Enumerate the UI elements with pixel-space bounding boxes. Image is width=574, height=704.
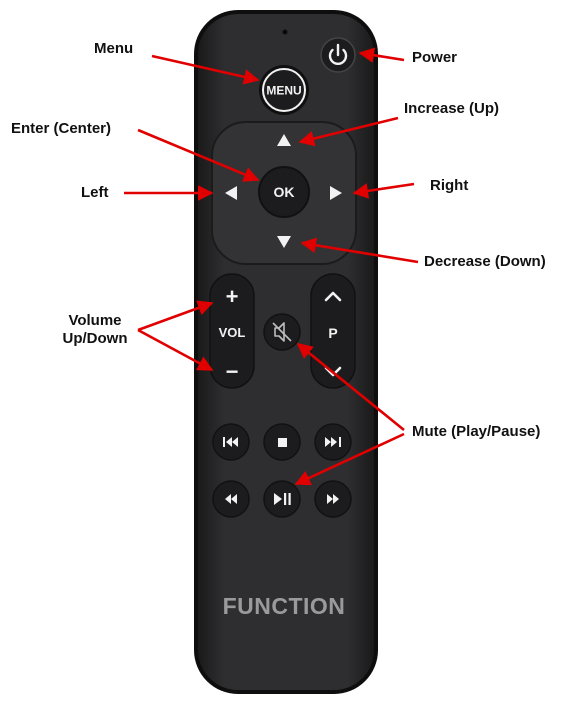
volume-label: VOL xyxy=(219,325,246,340)
up-triangle-icon[interactable] xyxy=(277,134,291,146)
brand-logo: FUNCTION xyxy=(223,593,346,619)
mute-button[interactable] xyxy=(263,313,301,351)
callout-volume-line1: Volume xyxy=(68,312,122,329)
fast-forward-icon xyxy=(327,494,339,504)
next-track-icon xyxy=(325,437,341,447)
arrow-power xyxy=(358,47,405,63)
program-label: P xyxy=(328,325,337,341)
callout-volume-line2: Up/Down xyxy=(62,330,128,347)
rewind-button[interactable] xyxy=(212,480,250,518)
right-triangle-icon[interactable] xyxy=(330,186,342,200)
ok-button-label: OK xyxy=(274,184,295,200)
arrow-play-pause xyxy=(294,432,405,486)
callout-mute-play-pause: Mute (Play/Pause) xyxy=(412,423,541,440)
arrow-mute xyxy=(296,342,405,432)
power-icon xyxy=(328,43,348,65)
callout-left: Left xyxy=(81,184,109,201)
arrow-enter-center xyxy=(137,128,260,182)
mute-icon xyxy=(272,322,292,342)
arrow-decrease-down xyxy=(300,237,419,264)
callout-arrows xyxy=(124,47,419,486)
callout-enter-center: Enter (Center) xyxy=(11,120,112,137)
ok-button[interactable]: OK xyxy=(258,166,310,218)
previous-track-button[interactable] xyxy=(212,423,250,461)
ir-sensor xyxy=(282,29,288,35)
callout-volume: Volume Up/Down xyxy=(40,312,150,348)
callout-increase-up: Increase (Up) xyxy=(404,100,500,117)
arrow-menu xyxy=(151,54,260,85)
volume-down-icon[interactable]: − xyxy=(226,359,239,384)
stop-icon xyxy=(278,438,287,447)
play-pause-button[interactable] xyxy=(263,480,301,518)
volume-up-icon[interactable]: + xyxy=(226,284,239,309)
volume-rocker[interactable]: + VOL − xyxy=(209,273,255,389)
directional-pad: OK xyxy=(211,121,357,265)
arrow-volume-down xyxy=(137,328,214,372)
chevron-down-icon[interactable] xyxy=(324,366,342,377)
callout-decrease-down: Decrease (Down) xyxy=(424,253,546,270)
stop-button[interactable] xyxy=(263,423,301,461)
left-triangle-icon[interactable] xyxy=(225,186,237,200)
power-button[interactable] xyxy=(320,37,356,73)
play-pause-icon xyxy=(274,493,291,505)
program-rocker[interactable]: P xyxy=(310,273,356,389)
arrow-volume-up xyxy=(137,300,214,332)
arrow-increase-up xyxy=(298,116,399,147)
menu-button-label: MENU xyxy=(266,84,301,98)
arrow-right xyxy=(352,182,415,199)
rewind-icon xyxy=(225,494,237,504)
chevron-up-icon[interactable] xyxy=(324,291,342,302)
menu-button[interactable]: MENU xyxy=(259,65,309,115)
fast-forward-button[interactable] xyxy=(314,480,352,518)
down-triangle-icon[interactable] xyxy=(277,236,291,248)
previous-track-icon xyxy=(223,437,238,447)
callout-power: Power xyxy=(412,49,458,66)
next-track-button[interactable] xyxy=(314,423,352,461)
callout-menu: Menu xyxy=(94,40,134,57)
callout-right: Right xyxy=(430,177,469,194)
